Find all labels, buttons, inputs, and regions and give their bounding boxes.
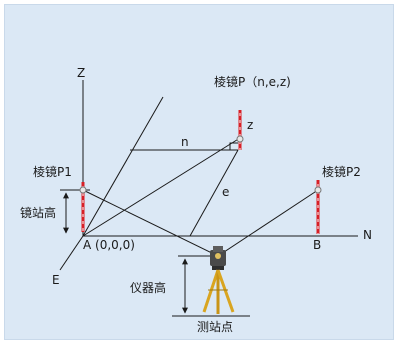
- tripod-icon: [202, 269, 235, 314]
- e-axis: [59, 235, 84, 271]
- n-axis-label: N: [363, 228, 372, 242]
- prism-p-label: 棱镜P（n,e,z): [214, 74, 291, 89]
- station-point-label: 测站点: [197, 320, 233, 334]
- sight-line-p1-to-station: [82, 189, 219, 257]
- mirror-station-height-label: 镜站高: [20, 205, 56, 220]
- prism-p1-label: 棱镜P1: [33, 164, 72, 179]
- n-dimension-label: n: [181, 135, 189, 149]
- diagram-background: [4, 4, 394, 340]
- e-dimension-label: e: [222, 185, 229, 199]
- prism-pole-p: [236, 110, 244, 150]
- origin-label: A (0,0,0): [83, 238, 135, 252]
- instrument-height-label: 仪器高: [130, 280, 166, 295]
- e-axis-label: E: [52, 273, 60, 287]
- z-dimension-label: z: [247, 118, 253, 132]
- e-dimension-line: [189, 149, 239, 237]
- prism-p2-label: 棱镜P2: [322, 164, 361, 179]
- plane-edge-line: [82, 96, 164, 237]
- sight-line-a-to-p: [82, 137, 241, 237]
- sight-line-station-to-p2: [217, 189, 319, 257]
- point-b-label: B: [313, 238, 321, 252]
- right-angle-marker: [229, 142, 238, 150]
- total-station-instrument: [210, 246, 226, 270]
- prism-pole-p1: [79, 182, 87, 232]
- prism-pole-p2: [314, 180, 322, 234]
- z-axis-label: Z: [77, 66, 85, 80]
